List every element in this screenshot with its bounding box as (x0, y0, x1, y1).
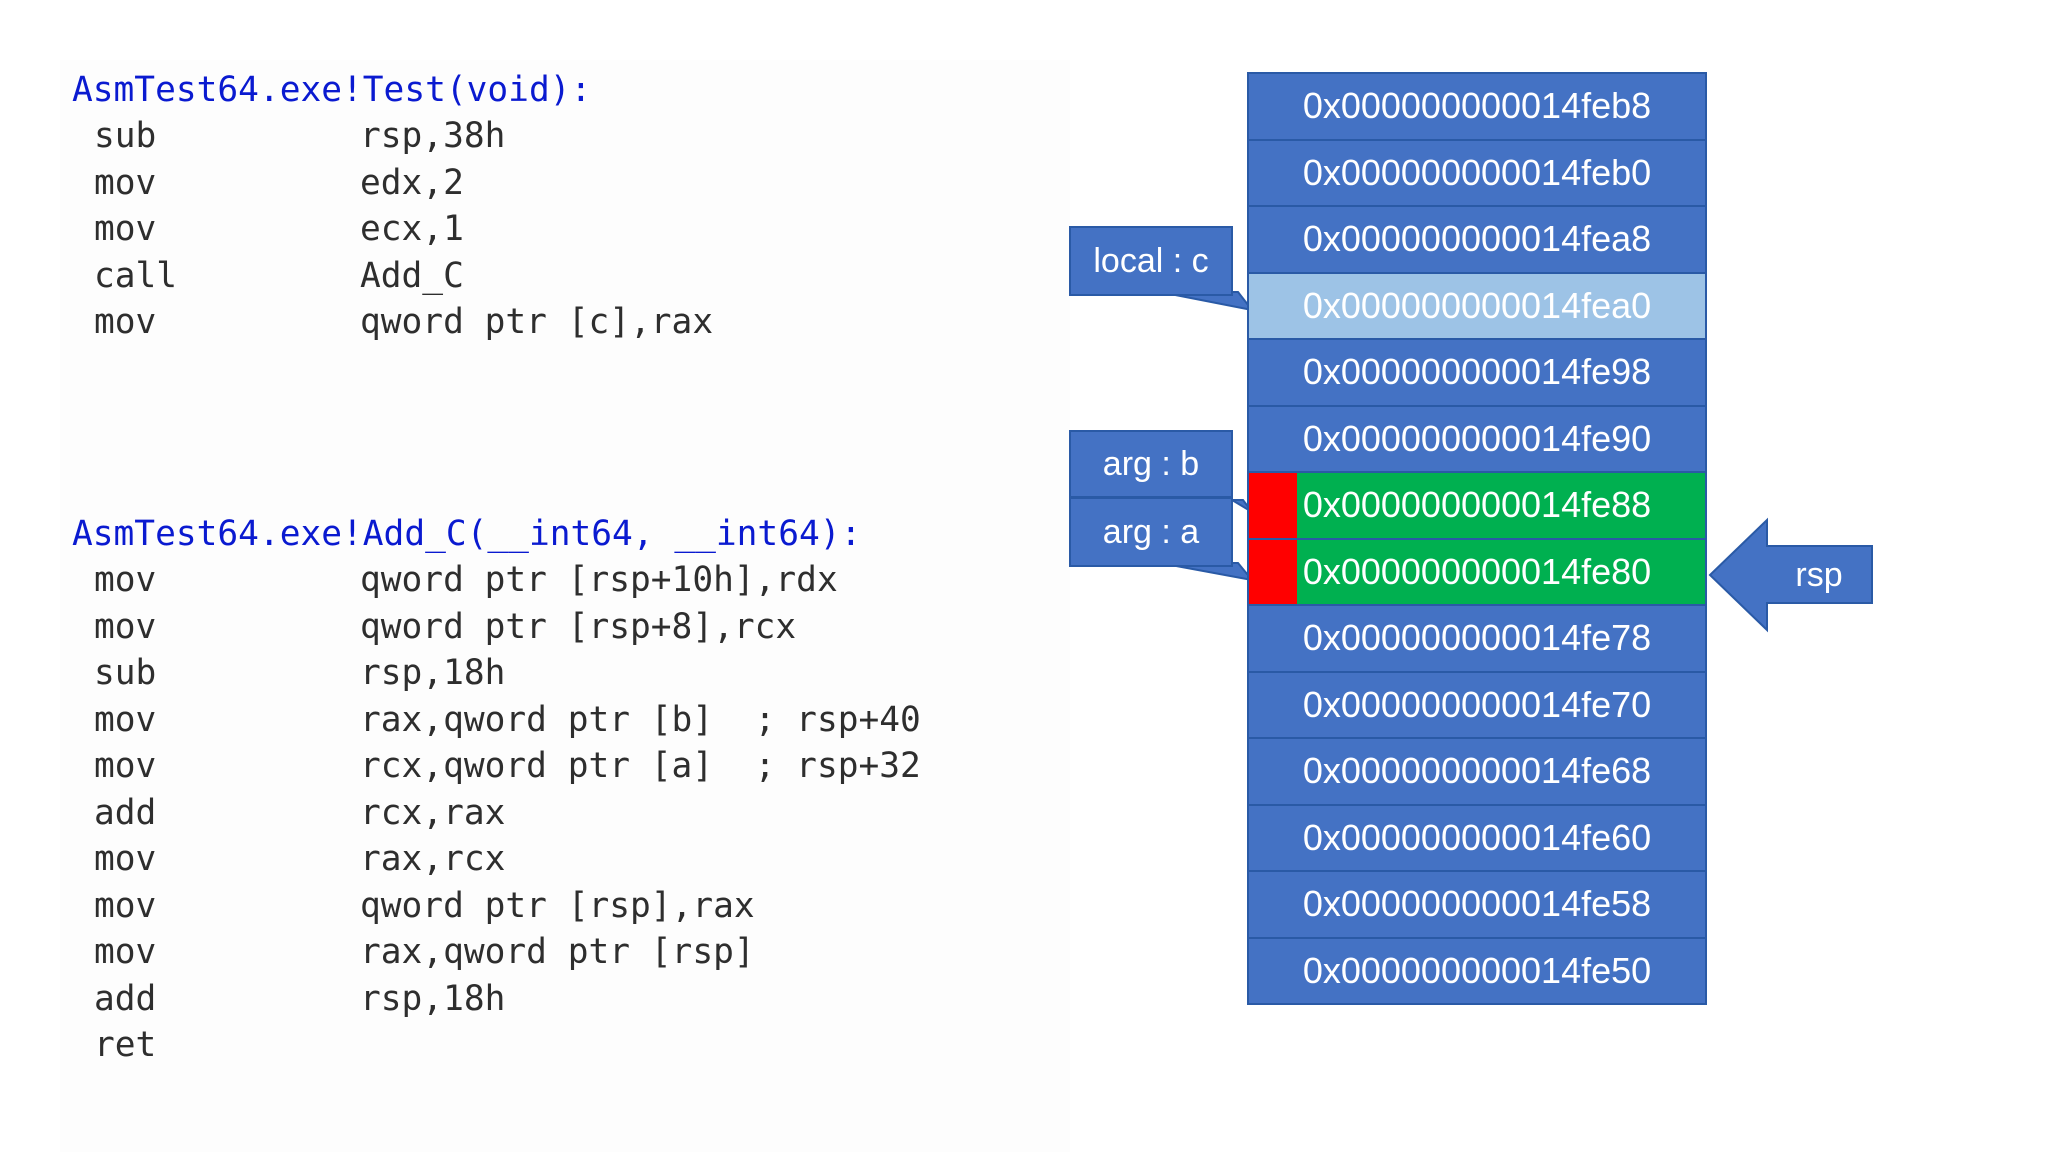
operands: rax,qword ptr [rsp] (360, 932, 755, 972)
slot-address: 0x000000000014fe60 (1302, 816, 1652, 858)
test-function-code: AsmTest64.exe!Test(void): sub rsp,38h mov… (72, 67, 713, 346)
opcode: call (94, 255, 178, 296)
slot-address: 0x000000000014fe68 (1302, 750, 1652, 792)
stack-slot: 0x000000000014feb0 (1249, 140, 1705, 207)
code-line: sub rsp,38h (72, 113, 591, 160)
add-c-function-code: AsmTest64.exe!Add_C(__int64, __int64): m… (72, 511, 921, 1069)
code-line: mov qword ptr [rsp+10h],rdx (72, 557, 861, 604)
code-line: add rsp,18h (72, 976, 861, 1023)
opcode: ret (94, 1025, 157, 1065)
stack-slot: 0x000000000014feb8 (1249, 74, 1705, 141)
operands: edx,2 (360, 162, 464, 203)
stack-slot: 0x000000000014fe50 (1249, 938, 1705, 1003)
opcode: mov (94, 932, 157, 972)
rsp-label: rsp (1795, 555, 1843, 594)
stack-slot: 0x000000000014fea8 (1249, 207, 1705, 274)
code-line: mov rax,qword ptr [rsp] (72, 929, 861, 976)
slot-address: 0x000000000014fe90 (1302, 417, 1652, 459)
code-line: mov rax,rcx (72, 836, 861, 883)
code-line: mov qword ptr [c],rax (72, 299, 713, 346)
operands: qword ptr [rsp+8],rcx (360, 606, 797, 647)
opcode: mov (94, 560, 157, 600)
stack-slot-arg-b: 0x000000000014fe88 (1249, 473, 1705, 540)
operands: Add_C (360, 255, 464, 296)
operands: rcx,rax (360, 792, 506, 833)
operands: rax,qword ptr [b] ; rsp+40 (360, 699, 921, 740)
operands: rcx,qword ptr [a] ; rsp+32 (360, 746, 921, 786)
rsp-arrow (1708, 517, 1873, 633)
slot-address: 0x000000000014fe70 (1302, 683, 1652, 725)
slot-address: 0x000000000014fea8 (1302, 218, 1652, 260)
opcode: add (94, 792, 157, 833)
code-line: mov edx,2 (72, 160, 591, 207)
stack-slot-arg-a: 0x000000000014fe80 (1249, 539, 1705, 606)
slot-address: 0x000000000014fe58 (1302, 883, 1652, 925)
slot-address: 0x000000000014fe50 (1302, 949, 1652, 991)
code-line: mov qword ptr [rsp],rax (72, 883, 861, 930)
stack-slot: 0x000000000014fe58 (1249, 872, 1705, 939)
opcode: add (94, 978, 157, 1019)
slot-address: 0x000000000014fe88 (1302, 484, 1652, 526)
code-line: mov rax,qword ptr [b] ; rsp+40 (72, 697, 921, 744)
stack-slot: 0x000000000014fe78 (1249, 606, 1705, 673)
operands: ecx,1 (360, 209, 464, 249)
stack-slot: 0x000000000014fe98 (1249, 340, 1705, 407)
stack-slot: 0x000000000014fe68 (1249, 739, 1705, 806)
opcode: sub (94, 116, 157, 156)
operands: rsp,18h (360, 653, 506, 693)
operands: qword ptr [rsp+10h],rdx (360, 560, 838, 600)
opcode: mov (94, 839, 157, 879)
opcode: sub (94, 653, 157, 693)
function-title: AsmTest64.exe!Test(void): (72, 70, 592, 110)
stack-slot: 0x000000000014fe60 (1249, 805, 1705, 872)
function-title: AsmTest64.exe!Add_C(__int64, __int64): (72, 514, 862, 554)
opcode: mov (94, 209, 157, 249)
slot-address: 0x000000000014fe98 (1302, 351, 1652, 393)
code-line: ret (72, 1022, 861, 1069)
callout-arg-b: arg : b (1069, 430, 1233, 498)
code-line: mov ecx,1 (72, 206, 591, 253)
callout-local-c: local : c (1069, 226, 1233, 296)
opcode: mov (94, 606, 157, 647)
operands: qword ptr [rsp],rax (360, 885, 755, 926)
code-panel (60, 60, 1070, 1152)
code-line: add rcx,rax (72, 790, 861, 837)
opcode: mov (94, 746, 157, 786)
slot-address: 0x000000000014fea0 (1302, 284, 1652, 326)
operands: rax,rcx (360, 839, 506, 879)
code-line: mov rcx,qword ptr [a] ; rsp+32 (72, 743, 921, 790)
arg-marker (1249, 473, 1297, 538)
code-line: call Add_C (72, 253, 591, 300)
operands: qword ptr [c],rax (360, 302, 714, 342)
arg-marker (1249, 539, 1297, 604)
slot-address: 0x000000000014feb0 (1302, 151, 1652, 193)
opcode: mov (94, 699, 157, 740)
slot-address: 0x000000000014fe80 (1302, 550, 1652, 592)
slot-address: 0x000000000014feb8 (1302, 85, 1652, 127)
opcode: mov (94, 885, 157, 926)
opcode: mov (94, 162, 157, 203)
code-line: mov qword ptr [rsp+8],rcx (72, 604, 861, 651)
opcode: mov (94, 302, 157, 342)
callout-arg-a: arg : a (1069, 497, 1233, 567)
stack-slot-local-c: 0x000000000014fea0 (1249, 273, 1705, 340)
stack-slot: 0x000000000014fe90 (1249, 406, 1705, 473)
operands: rsp,18h (360, 978, 506, 1019)
slot-address: 0x000000000014fe78 (1302, 617, 1652, 659)
stack-slot: 0x000000000014fe70 (1249, 672, 1705, 739)
code-line: sub rsp,18h (72, 650, 861, 697)
operands: rsp,38h (360, 116, 506, 156)
stack-memory: 0x000000000014feb8 0x000000000014feb0 0x… (1247, 72, 1707, 1005)
